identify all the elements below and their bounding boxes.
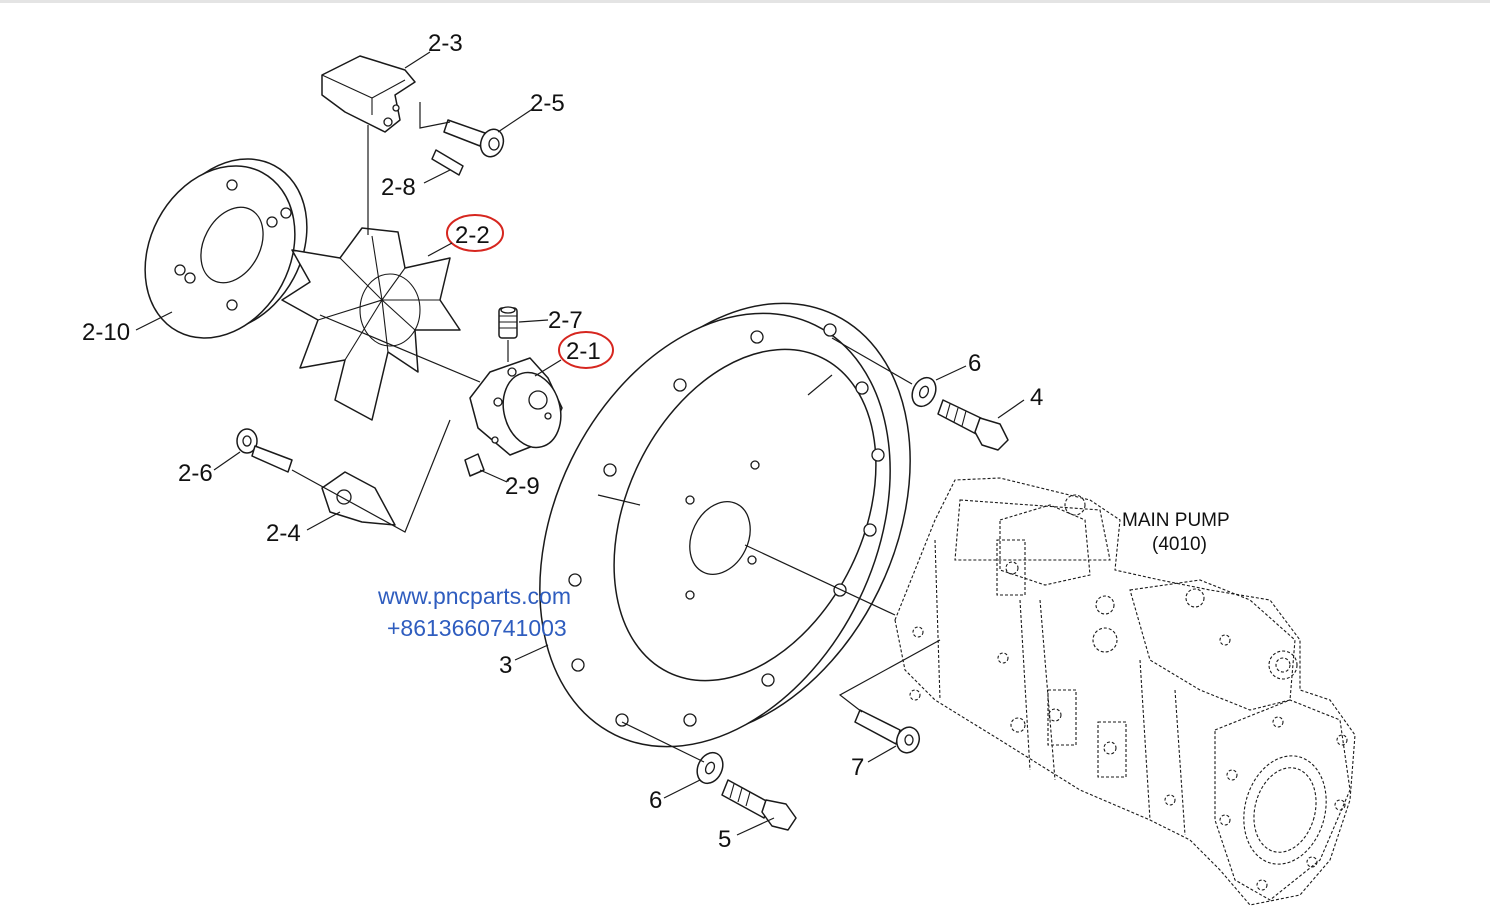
part-6-washer-bottom xyxy=(696,751,724,785)
pump-leader-lines xyxy=(621,337,941,763)
part-3-flywheel-plate xyxy=(539,302,911,748)
part-2-4-clamp xyxy=(321,471,396,526)
label-2-7: 2-7 xyxy=(548,307,583,334)
top-border xyxy=(0,0,1490,3)
label-2-3: 2-3 xyxy=(428,30,463,57)
part-2-5-bolt xyxy=(443,119,505,158)
watermark-phone: +8613660741003 xyxy=(387,615,567,641)
main-pump-title: MAIN PUMP xyxy=(1122,510,1230,531)
part-7-bolt xyxy=(854,709,921,754)
part-5-bolt xyxy=(721,779,797,831)
label-2-4: 2-4 xyxy=(266,520,301,547)
main-pump-assembly xyxy=(894,477,1356,906)
label-6-top: 6 xyxy=(968,350,981,377)
part-4-bolt xyxy=(937,399,1009,451)
label-2-5: 2-5 xyxy=(530,90,565,117)
label-2-1: 2-1 xyxy=(566,338,601,365)
part-2-1-hub xyxy=(469,357,563,456)
watermark-website: www.pncparts.com xyxy=(378,583,572,609)
part-2-8-pin xyxy=(431,149,464,176)
main-pump-code: (4010) xyxy=(1152,534,1207,555)
part-2-3-clamp xyxy=(321,55,416,133)
label-4: 4 xyxy=(1030,384,1043,411)
label-2-8: 2-8 xyxy=(381,174,416,201)
part-2-2-rubber-element xyxy=(281,227,461,421)
highlight-ring-2-1 xyxy=(558,331,614,369)
label-3: 3 xyxy=(499,652,512,679)
part-2-10-plate xyxy=(144,158,308,339)
label-2-10: 2-10 xyxy=(82,319,130,346)
highlight-ring-2-2 xyxy=(446,214,504,252)
label-6-bottom: 6 xyxy=(649,787,662,814)
part-2-9-pin xyxy=(464,453,485,477)
label-5: 5 xyxy=(718,826,731,853)
label-leader-lines xyxy=(135,51,1025,836)
part-6-washer-top xyxy=(911,376,937,408)
label-2-6: 2-6 xyxy=(178,460,213,487)
label-2-9: 2-9 xyxy=(505,473,540,500)
label-7: 7 xyxy=(851,754,864,781)
assembly-leader-lines xyxy=(291,102,509,533)
part-2-6-bolt xyxy=(236,428,293,473)
label-2-2: 2-2 xyxy=(455,222,490,249)
part-2-7-set-screw xyxy=(498,306,518,339)
